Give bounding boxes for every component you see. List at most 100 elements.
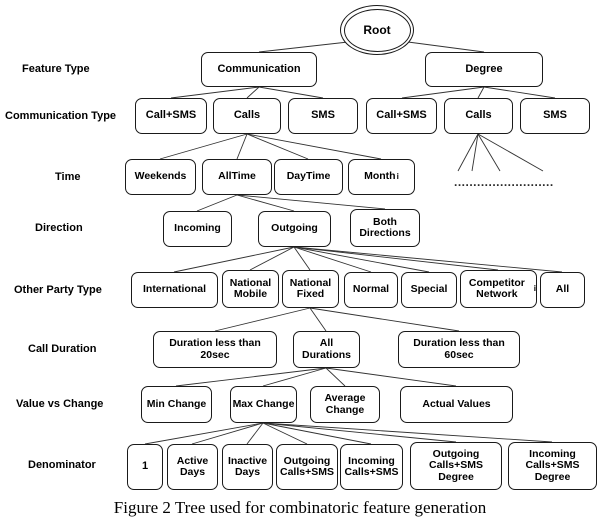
tree-edge-dir-outgoing-to-opt-special [293, 246, 430, 273]
tree-node-label: Outgoing [271, 222, 318, 235]
tree-edge-comm-calls-to-time-alltime [236, 133, 248, 160]
tree-edge-cd-all-to-vc-average [325, 367, 346, 387]
tree-node-label: AllTime [218, 170, 256, 183]
tree-node-opt-international[interactable]: International [131, 272, 218, 308]
row-label-denominator: Denominator [28, 459, 96, 471]
tree-node-deg-callsms[interactable]: Call+SMS [366, 98, 437, 134]
tree-node-opt-normal[interactable]: Normal [344, 272, 398, 308]
tree-node-time-weekends[interactable]: Weekends [125, 159, 196, 195]
tree-node-opt-national-fixed[interactable]: National Fixed [282, 270, 339, 308]
tree-edge-dir-outgoing-to-opt-competitor [293, 246, 499, 271]
root-inner-ring [343, 8, 411, 52]
tree-node-label: Month [364, 170, 396, 183]
tree-node-label: Max Change [232, 397, 295, 410]
tree-edge-deg-calls-to-ellipsis-b [471, 133, 479, 172]
tree-edge-cd-all-to-vc-max [262, 367, 327, 387]
tree-node-comm-calls[interactable]: Calls [213, 98, 281, 134]
tree-node-communication[interactable]: Communication [201, 52, 317, 87]
tree-edge-communication-to-comm-calls [246, 86, 260, 99]
tree-node-den-1[interactable]: 1 [127, 444, 163, 490]
tree-node-label: Incoming Calls+SMS Degree [525, 448, 580, 483]
tree-node-opt-special[interactable]: Special [401, 272, 457, 308]
tree-node-label: Active Days [176, 454, 209, 478]
tree-edge-comm-calls-to-time-daytime [246, 133, 309, 160]
tree-node-vc-average[interactable]: Average Change [310, 386, 380, 423]
tree-edge-dir-outgoing-to-opt-all [293, 246, 563, 273]
tree-node-label: Both Directions [359, 215, 411, 239]
tree-node-den-active-days[interactable]: Active Days [167, 444, 218, 490]
tree-edge-time-alltime-to-dir-incoming [196, 194, 238, 212]
tree-node-label: National Fixed [289, 276, 332, 300]
tree-node-vc-min[interactable]: Min Change [141, 386, 212, 423]
tree-node-dir-both[interactable]: Both Directions [350, 209, 420, 247]
tree-node-opt-national-mobile[interactable]: National Mobile [222, 270, 279, 308]
tree-node-label: Average Change [324, 392, 366, 416]
tree-node-label: Calls [465, 109, 492, 122]
tree-node-label: Degree [465, 62, 503, 75]
tree-node-label: Special [410, 283, 448, 296]
tree-node-cd-20sec[interactable]: Duration less than 20sec [153, 331, 277, 368]
tree-node-dir-outgoing[interactable]: Outgoing [258, 211, 331, 247]
row-label-value-vs-change: Value vs Change [16, 398, 104, 410]
tree-node-comm-sms[interactable]: SMS [288, 98, 358, 134]
tree-node-den-outgoing-degree[interactable]: Outgoing Calls+SMS Degree [410, 442, 502, 490]
tree-node-den-inactive-days[interactable]: Inactive Days [222, 444, 273, 490]
tree-edge-dir-outgoing-to-opt-normal [293, 246, 372, 273]
tree-edge-vc-max-to-den-outgoing-callsms [262, 422, 308, 445]
tree-edge-vc-max-to-den-outgoing-degree [262, 422, 457, 443]
tree-node-subscript: i [533, 283, 536, 293]
tree-node-den-incoming-callsms[interactable]: Incoming Calls+SMS [340, 444, 403, 490]
tree-node-comm-callsms[interactable]: Call+SMS [135, 98, 207, 134]
tree-node-label: SMS [311, 109, 335, 122]
tree-node-label: Duration less than 60sec [413, 337, 505, 361]
row-label-time: Time [55, 171, 81, 183]
tree-node-opt-all[interactable]: All [540, 272, 585, 308]
tree-node-label: Outgoing Calls+SMS [280, 454, 334, 478]
tree-edge-opt-national-fixed-to-cd-20sec [214, 307, 311, 332]
tree-edge-deg-calls-to-ellipsis-a [457, 133, 479, 172]
tree-edge-vc-max-to-den-1 [144, 422, 264, 445]
tree-node-label: Call+SMS [376, 109, 427, 122]
tree-node-label: Weekends [134, 170, 187, 183]
ellipsis-degree-subtree-ellipsis: .......................... [454, 175, 554, 189]
tree-node-vc-actual[interactable]: Actual Values [400, 386, 513, 423]
tree-node-vc-max[interactable]: Max Change [230, 386, 297, 423]
tree-edge-vc-max-to-den-inactive-days [246, 422, 264, 445]
tree-node-label: Call+SMS [145, 109, 197, 122]
tree-node-degree[interactable]: Degree [425, 52, 543, 87]
tree-node-root[interactable]: Root [340, 5, 414, 55]
tree-node-label: Outgoing Calls+SMS Degree [429, 448, 483, 483]
tree-node-cd-60sec[interactable]: Duration less than 60sec [398, 331, 520, 368]
tree-node-label: Incoming [174, 222, 221, 235]
tree-edge-deg-calls-to-ellipsis-c [477, 133, 501, 172]
tree-node-label: Root [363, 23, 391, 37]
tree-node-cd-all[interactable]: All Durations [293, 331, 360, 368]
tree-edge-time-alltime-to-dir-outgoing [236, 194, 295, 212]
tree-node-time-daytime[interactable]: DayTime [274, 159, 343, 195]
tree-node-den-incoming-degree[interactable]: Incoming Calls+SMS Degree [508, 442, 597, 490]
tree-edge-comm-calls-to-time-weekends [159, 133, 248, 160]
tree-edge-degree-to-deg-calls [477, 86, 485, 99]
tree-node-label: Inactive Days [227, 454, 268, 478]
tree-edge-root-to-degree [407, 41, 485, 53]
tree-edge-vc-max-to-den-active-days [191, 422, 264, 445]
tree-edge-dir-outgoing-to-opt-national-mobile [249, 246, 295, 271]
tree-edge-time-alltime-to-dir-both [236, 194, 386, 210]
tree-node-label: National Mobile [229, 276, 272, 300]
tree-node-dir-incoming[interactable]: Incoming [163, 211, 232, 247]
tree-node-deg-calls[interactable]: Calls [444, 98, 513, 134]
tree-edge-dir-outgoing-to-opt-international [173, 246, 295, 273]
tree-node-deg-sms[interactable]: SMS [520, 98, 590, 134]
tree-edge-cd-all-to-vc-min [175, 367, 327, 387]
tree-edge-communication-to-comm-callsms [170, 86, 260, 99]
tree-node-label: Actual Values [422, 397, 491, 410]
tree-node-label: Min Change [146, 397, 207, 410]
tree-node-time-alltime[interactable]: AllTime [202, 159, 272, 195]
tree-node-den-outgoing-callsms[interactable]: Outgoing Calls+SMS [276, 444, 338, 490]
tree-node-label: International [142, 283, 206, 296]
tree-node-label: Communication [217, 62, 301, 75]
tree-edge-degree-to-deg-callsms [401, 86, 485, 99]
tree-edge-communication-to-comm-sms [258, 86, 324, 99]
